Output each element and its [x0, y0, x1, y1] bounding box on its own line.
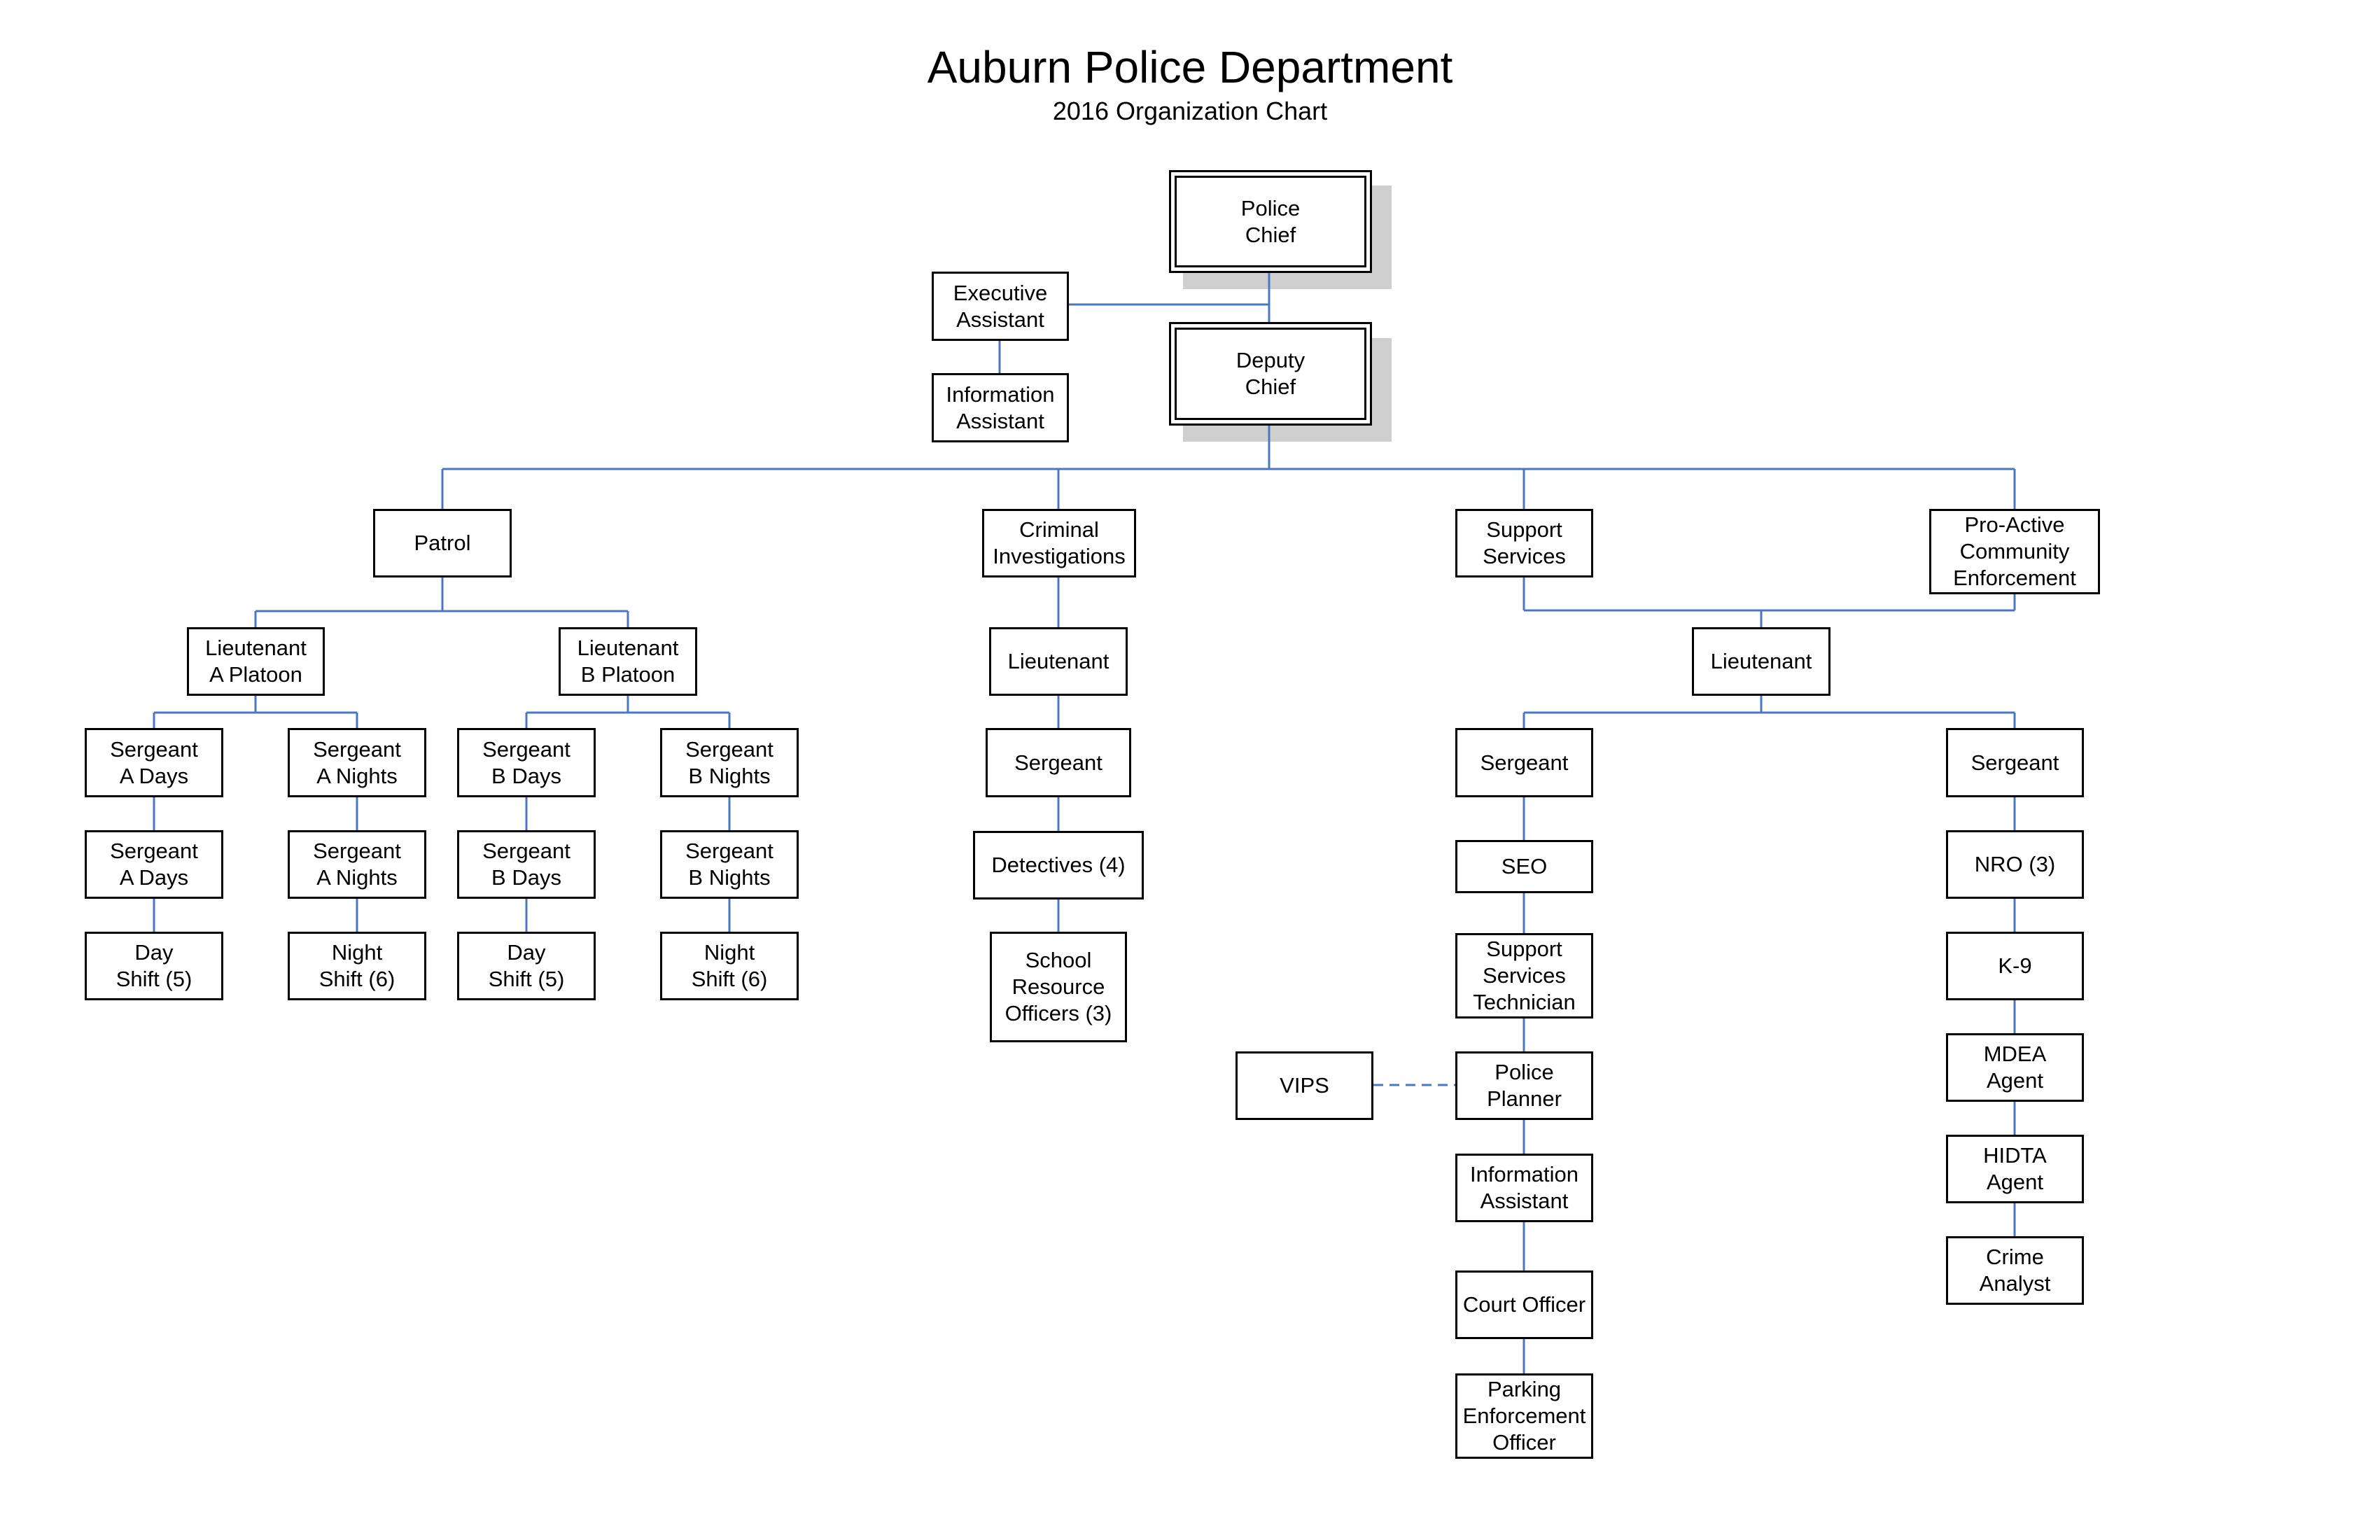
chart-subtitle: 2016 Organization Chart — [1052, 97, 1328, 125]
sergeant-b-days-box: Sergeant B Days — [457, 728, 596, 797]
criminal-investigations-box: Criminal Investigations — [982, 509, 1136, 578]
day-shift-b-box: Day Shift (5) — [457, 932, 596, 1000]
pro-active-community-enforcement-box: Pro-Active Community Enforcement — [1929, 509, 2100, 594]
ss-lieutenant-box: Lieutenant — [1692, 627, 1830, 696]
sergeant-a-nights-box: Sergeant A Nights — [288, 728, 426, 797]
sergeant-b-days-box: Sergeant B Days — [457, 830, 596, 899]
police-chief-box: Police Chief — [1169, 170, 1372, 273]
parking-enforcement-officer-box: Parking Enforcement Officer — [1455, 1373, 1593, 1459]
patrol-box: Patrol — [373, 509, 512, 578]
sergeant-b-nights-box: Sergeant B Nights — [660, 830, 799, 899]
hidta-agent-box: HIDTA Agent — [1946, 1135, 2084, 1203]
ci-sergeant-box: Sergeant — [986, 728, 1131, 797]
court-officer-box: Court Officer — [1455, 1270, 1593, 1339]
night-shift-a-box: Night Shift (6) — [288, 932, 426, 1000]
information-assistant-exec-box: Information Assistant — [932, 373, 1069, 442]
sergeant-a-days-box: Sergeant A Days — [85, 728, 223, 797]
information-assistant-ss-box: Information Assistant — [1455, 1154, 1593, 1222]
seo-box: SEO — [1455, 840, 1593, 893]
police-planner-box: Police Planner — [1455, 1051, 1593, 1120]
deputy-chief-box: Deputy Chief — [1169, 322, 1372, 426]
detectives-box: Detectives (4) — [973, 831, 1144, 899]
day-shift-a-box: Day Shift (5) — [85, 932, 223, 1000]
sergeant-b-nights-box: Sergeant B Nights — [660, 728, 799, 797]
support-services-box: Support Services — [1455, 509, 1593, 578]
lieutenant-a-platoon-box: Lieutenant A Platoon — [187, 627, 325, 696]
sergeant-a-nights-box: Sergeant A Nights — [288, 830, 426, 899]
pace-sergeant-box: Sergeant — [1946, 728, 2084, 797]
vips-box: VIPS — [1236, 1051, 1373, 1120]
ci-lieutenant-box: Lieutenant — [989, 627, 1128, 696]
night-shift-b-box: Night Shift (6) — [660, 932, 799, 1000]
sergeant-a-days-box: Sergeant A Days — [85, 830, 223, 899]
nro-box: NRO (3) — [1946, 830, 2084, 899]
support-services-technician-box: Support Services Technician — [1455, 933, 1593, 1018]
school-resource-officers-box: School Resource Officers (3) — [990, 932, 1127, 1042]
mdea-agent-box: MDEA Agent — [1946, 1033, 2084, 1102]
executive-assistant-box: Executive Assistant — [932, 272, 1069, 341]
crime-analyst-box: Crime Analyst — [1946, 1236, 2084, 1305]
ss-sergeant-box: Sergeant — [1455, 728, 1593, 797]
k9-box: K-9 — [1946, 932, 2084, 1000]
chart-title: Auburn Police Department — [927, 42, 1453, 92]
lieutenant-b-platoon-box: Lieutenant B Platoon — [559, 627, 697, 696]
